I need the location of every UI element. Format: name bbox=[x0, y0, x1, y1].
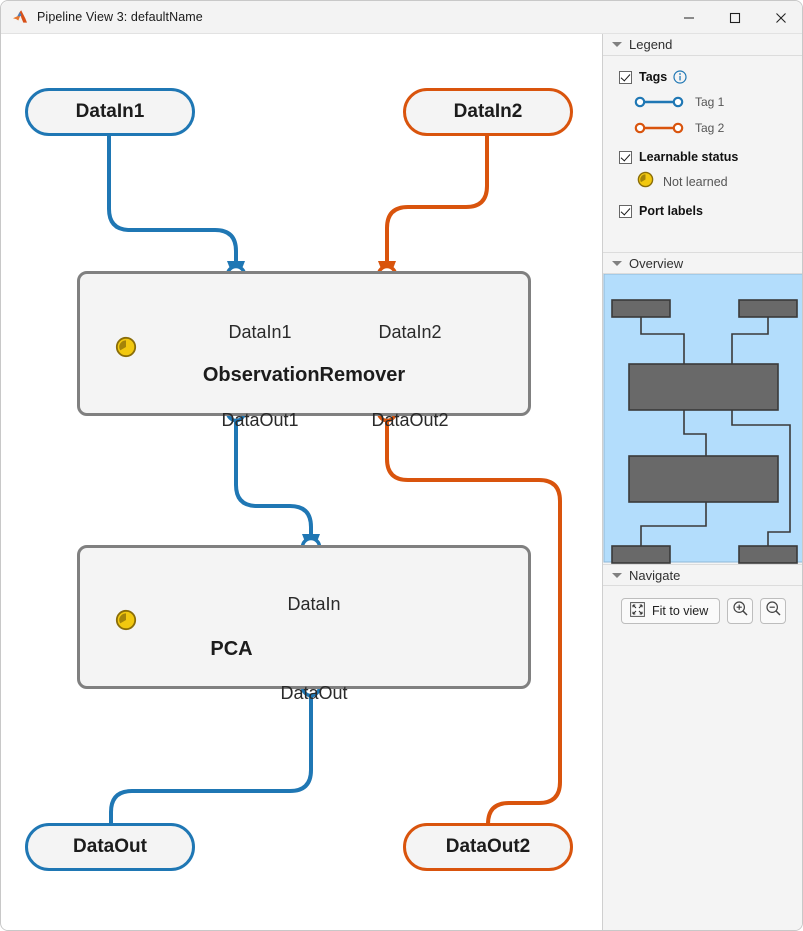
zoom-out-icon bbox=[765, 600, 782, 622]
maximize-button[interactable] bbox=[712, 1, 758, 34]
title-bar: Pipeline View 3: defaultName bbox=[1, 1, 802, 34]
port-labels-checkbox[interactable] bbox=[619, 204, 632, 218]
port-label-obs-datain2: DataIn2 bbox=[378, 322, 442, 342]
chevron-down-icon[interactable] bbox=[612, 42, 622, 47]
node-datain1-label: DataIn1 bbox=[75, 101, 145, 122]
fit-to-view-label: Fit to view bbox=[652, 604, 709, 618]
port-label-pca-datain: DataIn bbox=[287, 594, 341, 614]
overview-minimap[interactable] bbox=[603, 273, 803, 564]
tags-checkbox[interactable] bbox=[619, 70, 632, 84]
learnable-status-label: Learnable status bbox=[639, 150, 739, 164]
overview-body[interactable] bbox=[603, 273, 803, 564]
legend-port-labels-row[interactable]: Port labels bbox=[603, 199, 802, 223]
legend-body: Tags Tag 1 bbox=[603, 56, 802, 223]
wire-pca-dataout[interactable] bbox=[109, 694, 313, 824]
pipeline-canvas[interactable]: DataIn1 DataIn2 DataIn1 DataIn2 Observat… bbox=[2, 34, 602, 930]
legend-not-learned: Not learned bbox=[603, 169, 802, 195]
block-pca[interactable]: DataIn PCA DataOut bbox=[77, 545, 531, 703]
navigate-section-title: Navigate bbox=[629, 567, 681, 583]
wire-datain1[interactable] bbox=[107, 136, 238, 262]
node-dataout2-label: DataOut2 bbox=[445, 836, 531, 857]
tag-1-label: Tag 1 bbox=[695, 95, 725, 109]
overview-section-header[interactable]: Overview bbox=[603, 252, 802, 274]
tag-1-swatch-icon bbox=[634, 96, 684, 108]
zoom-in-button[interactable] bbox=[727, 598, 754, 624]
node-datain2[interactable]: DataIn2 bbox=[403, 88, 573, 136]
node-dataout[interactable]: DataOut bbox=[25, 823, 195, 871]
clock-icon bbox=[637, 171, 654, 193]
fit-to-view-button[interactable]: Fit to view bbox=[621, 598, 721, 624]
navigate-body: Fit to view bbox=[603, 586, 802, 624]
legend-tag-2: Tag 2 bbox=[603, 115, 802, 141]
learnable-status-checkbox[interactable] bbox=[619, 150, 632, 164]
chevron-down-icon[interactable] bbox=[612, 572, 622, 578]
legend-tag-1: Tag 1 bbox=[603, 89, 802, 115]
zoom-in-icon bbox=[732, 600, 749, 622]
window-title: Pipeline View 3: defaultName bbox=[37, 10, 203, 24]
block-title-observation-remover: ObservationRemover bbox=[202, 364, 406, 386]
connection-layer bbox=[102, 136, 562, 856]
wire-dataout2[interactable] bbox=[385, 420, 562, 834]
matlab-icon bbox=[12, 9, 28, 25]
fit-to-view-icon bbox=[630, 602, 645, 620]
close-button[interactable] bbox=[758, 1, 802, 34]
port-label-obs-dataout2: DataOut2 bbox=[371, 410, 449, 430]
tag-2-label: Tag 2 bbox=[695, 121, 725, 135]
minimize-button[interactable] bbox=[666, 1, 712, 34]
legend-learnable-row[interactable]: Learnable status bbox=[603, 145, 802, 169]
port-label-obs-datain1: DataIn1 bbox=[228, 322, 292, 342]
not-learned-label: Not learned bbox=[663, 175, 728, 189]
port-labels-label: Port labels bbox=[639, 204, 703, 218]
port-label-pca-dataout: DataOut bbox=[280, 683, 348, 703]
node-dataout2[interactable]: DataOut2 bbox=[403, 823, 573, 871]
navigate-section-header[interactable]: Navigate bbox=[603, 564, 802, 586]
block-title-pca: PCA bbox=[210, 638, 253, 660]
tag-2-swatch-icon bbox=[634, 122, 684, 134]
tags-label: Tags bbox=[639, 70, 668, 84]
zoom-out-button[interactable] bbox=[760, 598, 787, 624]
legend-section-title: Legend bbox=[629, 37, 673, 52]
port-label-obs-dataout1: DataOut1 bbox=[221, 410, 299, 430]
wire-dataout1-to-pca[interactable] bbox=[234, 420, 313, 534]
node-datain1[interactable]: DataIn1 bbox=[25, 88, 195, 136]
side-panel: Legend Tags bbox=[602, 34, 803, 930]
legend-section-header[interactable]: Legend bbox=[603, 34, 802, 56]
block-observation-remover[interactable]: DataIn1 DataIn2 ObservationRemover DataO… bbox=[77, 271, 531, 430]
node-datain2-label: DataIn2 bbox=[453, 101, 523, 122]
window-controls bbox=[666, 1, 802, 34]
legend-tags-row[interactable]: Tags bbox=[603, 65, 802, 89]
wire-datain2[interactable] bbox=[385, 136, 489, 262]
info-icon[interactable] bbox=[673, 70, 687, 84]
chevron-down-icon[interactable] bbox=[612, 260, 622, 266]
node-dataout-label: DataOut bbox=[73, 836, 147, 857]
overview-section-title: Overview bbox=[629, 255, 684, 271]
